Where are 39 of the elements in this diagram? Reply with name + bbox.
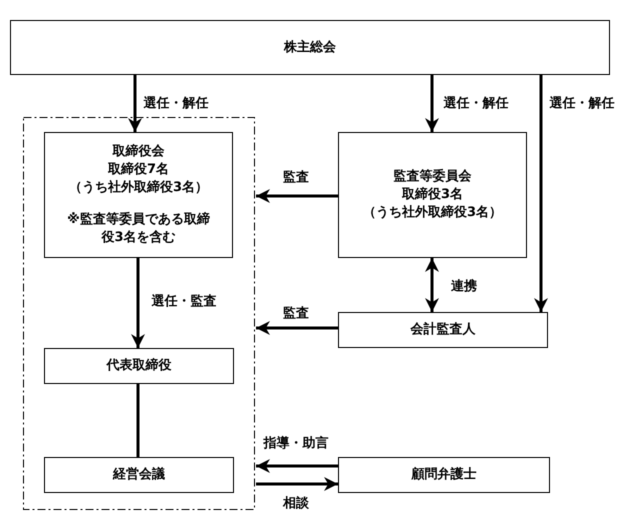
edge-label: 連携: [449, 279, 479, 295]
arrow: [534, 75, 548, 312]
edge-label: 相談: [281, 496, 311, 512]
process-box: [44, 132, 233, 258]
arrow: [425, 258, 439, 312]
process-box: [338, 457, 550, 493]
dash-dot-frame: [23, 117, 255, 510]
arrow: [256, 459, 338, 473]
arrow: [256, 477, 338, 491]
edge-label: 選任・解任: [548, 96, 616, 112]
arrow: [131, 258, 145, 348]
node-text: 監査等委員会: [394, 168, 472, 186]
node-text: 株主総会: [284, 38, 336, 56]
process-box: [10, 20, 610, 75]
edge-label: 監査: [281, 170, 311, 186]
edge-label: 選任・解任: [442, 96, 510, 112]
node-text: （うち社外取締役3名）: [362, 204, 502, 222]
edge-label: 監査: [281, 306, 311, 322]
process-box: [338, 132, 527, 258]
arrow: [256, 189, 338, 203]
arrow: [256, 321, 338, 335]
edge-label: 選任・監査: [150, 294, 218, 310]
node-text: 取締役会: [112, 143, 164, 161]
connector-line: [136, 384, 140, 457]
arrow: [128, 75, 142, 132]
node-text: 経営会議: [113, 466, 165, 484]
node-text: （うち社外取締役3名）: [68, 179, 208, 197]
process-box: [338, 312, 548, 348]
node-text: ※監査等委員である取締役3名を含む: [66, 211, 211, 247]
process-box: [44, 348, 234, 384]
node-text: 取締役7名: [108, 161, 170, 179]
node-text: 顧問弁護士: [412, 466, 476, 484]
edge-label: 選任・解任: [142, 96, 210, 112]
process-box: [44, 457, 234, 493]
edge-label: 指導・助言: [262, 436, 330, 452]
arrow: [425, 75, 439, 132]
node-text: 取締役3名: [402, 186, 464, 204]
node-text: 会計監査人: [410, 321, 476, 339]
node-text: 代表取締役: [106, 357, 172, 375]
